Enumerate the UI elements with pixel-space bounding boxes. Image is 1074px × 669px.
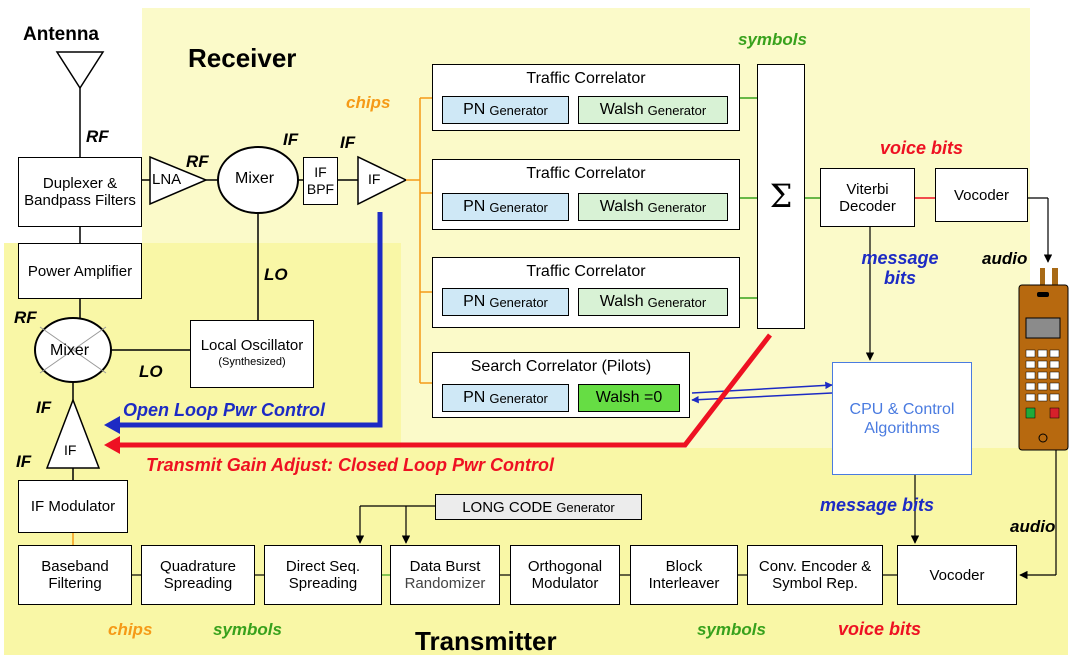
rx-mixer-label: Mixer bbox=[235, 170, 275, 187]
traffic-correlator-title: Traffic Correlator bbox=[526, 263, 646, 280]
generator-label: Generator bbox=[647, 102, 707, 118]
data-burst-randomizer-box: Data Burst Randomizer bbox=[390, 545, 500, 605]
pn-label: PN bbox=[463, 101, 486, 118]
pn-label: PN bbox=[463, 198, 486, 215]
antenna-icon bbox=[55, 51, 105, 90]
local-oscillator-box: Local Oscillator (Synthesized) bbox=[190, 320, 314, 388]
if-amplifier bbox=[357, 155, 408, 206]
tx-if-amp-label: IF bbox=[64, 442, 77, 458]
randomizer-label: Randomizer bbox=[404, 575, 486, 592]
symbols-label-tx-2: symbols bbox=[697, 620, 766, 639]
power-amplifier-box: Power Amplifier bbox=[18, 243, 142, 299]
walsh-zero-box: Walsh =0 bbox=[578, 384, 680, 412]
viterbi-decoder-box: Viterbi Decoder bbox=[820, 168, 915, 227]
orthogonal-modulator-box: Orthogonal Modulator bbox=[510, 545, 620, 605]
generator-label: Generator bbox=[489, 294, 548, 310]
walsh-label: Walsh bbox=[599, 198, 644, 215]
tx-mixer-label: Mixer bbox=[50, 342, 90, 359]
direct-seq-spreading-box: Direct Seq. Spreading bbox=[264, 545, 382, 605]
generator-label: Generator bbox=[489, 102, 548, 118]
duplexer-box: Duplexer & Bandpass Filters bbox=[18, 157, 142, 227]
generator-label: Generator bbox=[647, 199, 707, 215]
if-label-bpf: IF bbox=[340, 133, 356, 152]
open-loop-label: Open Loop Pwr Control bbox=[123, 400, 325, 420]
vocoder-rx-box: Vocoder bbox=[935, 168, 1028, 222]
receiver-title: Receiver bbox=[188, 43, 297, 73]
if-bpf-box: IF BPF bbox=[303, 157, 338, 205]
vocoder-tx-box: Vocoder bbox=[897, 545, 1017, 605]
data-burst-label: Data Burst bbox=[409, 558, 481, 575]
long-code-generator-label: Generator bbox=[556, 499, 615, 515]
message-bits-label-rx: message bits bbox=[861, 248, 939, 288]
open-loop-path bbox=[118, 212, 383, 428]
traffic-correlator-title: Traffic Correlator bbox=[526, 165, 646, 182]
phone-icon bbox=[1018, 268, 1069, 451]
cpu-box: CPU & Control Algorithms bbox=[832, 362, 972, 475]
audio-label-bottom: audio bbox=[1010, 517, 1056, 536]
audio-label-top: audio bbox=[982, 249, 1028, 268]
long-code-label: LONG CODE bbox=[462, 498, 553, 516]
voice-bits-label-tx: voice bits bbox=[838, 619, 922, 639]
if-label-tx-lower: IF bbox=[16, 452, 32, 471]
lo-label-rx: LO bbox=[264, 265, 288, 284]
summer-box: Σ bbox=[757, 64, 805, 329]
pn-label: PN bbox=[463, 293, 486, 310]
closed-loop-label: Transmit Gain Adjust: Closed Loop Pwr Co… bbox=[146, 455, 555, 475]
generator-label: Generator bbox=[489, 199, 548, 215]
local-oscillator-label: Local Oscillator bbox=[200, 337, 304, 354]
rf-label-lna: RF bbox=[186, 152, 209, 171]
lo-label-tx: LO bbox=[139, 362, 163, 381]
local-oscillator-sub: (Synthesized) bbox=[218, 356, 286, 368]
generator-label: Generator bbox=[647, 294, 707, 310]
chips-label-rx: chips bbox=[346, 93, 391, 112]
voice-bits-label-rx: voice bits bbox=[880, 138, 964, 158]
symbols-label-rx: symbols bbox=[738, 30, 807, 49]
long-code-generator-box: LONG CODE Generator bbox=[435, 494, 642, 520]
closed-loop-path bbox=[118, 333, 772, 448]
if-amp-label: IF bbox=[368, 171, 381, 187]
generator-label: Generator bbox=[489, 390, 548, 406]
symbols-label-tx-1: symbols bbox=[213, 620, 282, 639]
walsh-label: Walsh bbox=[599, 101, 644, 118]
lna-label: LNA bbox=[152, 171, 182, 188]
traffic-correlator-title: Traffic Correlator bbox=[526, 70, 646, 87]
rf-label-top: RF bbox=[86, 127, 109, 146]
antenna-label: Antenna bbox=[23, 24, 99, 45]
block-interleaver-box: Block Interleaver bbox=[630, 545, 738, 605]
pn-label: PN bbox=[463, 389, 486, 406]
if-label-mixer: IF bbox=[283, 130, 299, 149]
lna-amplifier bbox=[149, 155, 208, 206]
if-modulator-box: IF Modulator bbox=[18, 480, 128, 533]
conv-encoder-box: Conv. Encoder & Symbol Rep. bbox=[747, 545, 883, 605]
chips-label-tx: chips bbox=[108, 620, 153, 639]
baseband-filtering-box: Baseband Filtering bbox=[18, 545, 132, 605]
transmitter-title: Transmitter bbox=[415, 626, 557, 656]
rf-label-tx: RF bbox=[14, 308, 37, 327]
message-bits-label-tx: message bits bbox=[820, 495, 935, 515]
if-label-tx-upper: IF bbox=[36, 398, 52, 417]
search-correlator-title: Search Correlator (Pilots) bbox=[470, 358, 652, 375]
quadrature-spreading-box: Quadrature Spreading bbox=[141, 545, 255, 605]
walsh-label: Walsh bbox=[599, 293, 644, 310]
